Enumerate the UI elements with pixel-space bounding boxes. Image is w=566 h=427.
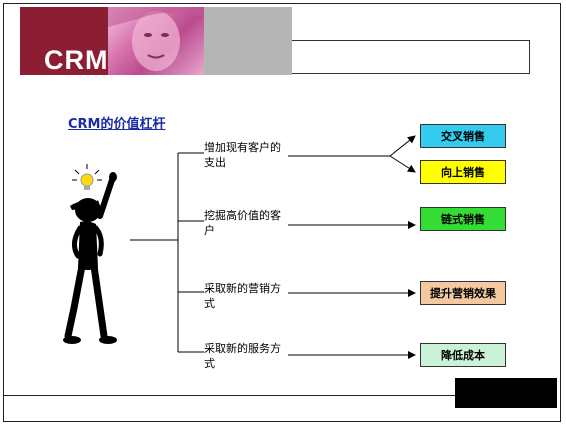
lightbulb-icon bbox=[72, 164, 102, 190]
branch-label-new-service: 采取新的服务方式 bbox=[204, 342, 281, 370]
header-line-frame bbox=[292, 40, 530, 74]
target-box-cost-reduction: 降低成本 bbox=[420, 343, 506, 367]
footer-black-bar bbox=[455, 378, 557, 408]
footer-line bbox=[3, 395, 455, 396]
target-box-marketing-effect: 提升营销效果 bbox=[420, 281, 506, 305]
branch-label-existing-spend: 增加现有客户的支出 bbox=[204, 141, 281, 169]
logo-text: CRM bbox=[44, 45, 109, 75]
crm-logo-block: CRM bbox=[20, 7, 108, 75]
diagram-title[interactable]: CRM的价值杠杆 bbox=[68, 117, 166, 132]
branch-label-new-marketing: 采取新的营销方式 bbox=[204, 282, 281, 310]
target-box-cross-sell: 交叉销售 bbox=[420, 124, 506, 148]
thinking-man-icon bbox=[63, 164, 117, 344]
header-photo bbox=[108, 7, 204, 75]
slide-frame bbox=[3, 3, 561, 422]
target-box-up-sell: 向上销售 bbox=[420, 160, 506, 184]
header-gray-panel bbox=[204, 7, 292, 75]
target-box-chain-sell: 链式销售 bbox=[420, 207, 506, 231]
branch-label-high-value: 挖掘高价值的客户 bbox=[204, 209, 281, 237]
